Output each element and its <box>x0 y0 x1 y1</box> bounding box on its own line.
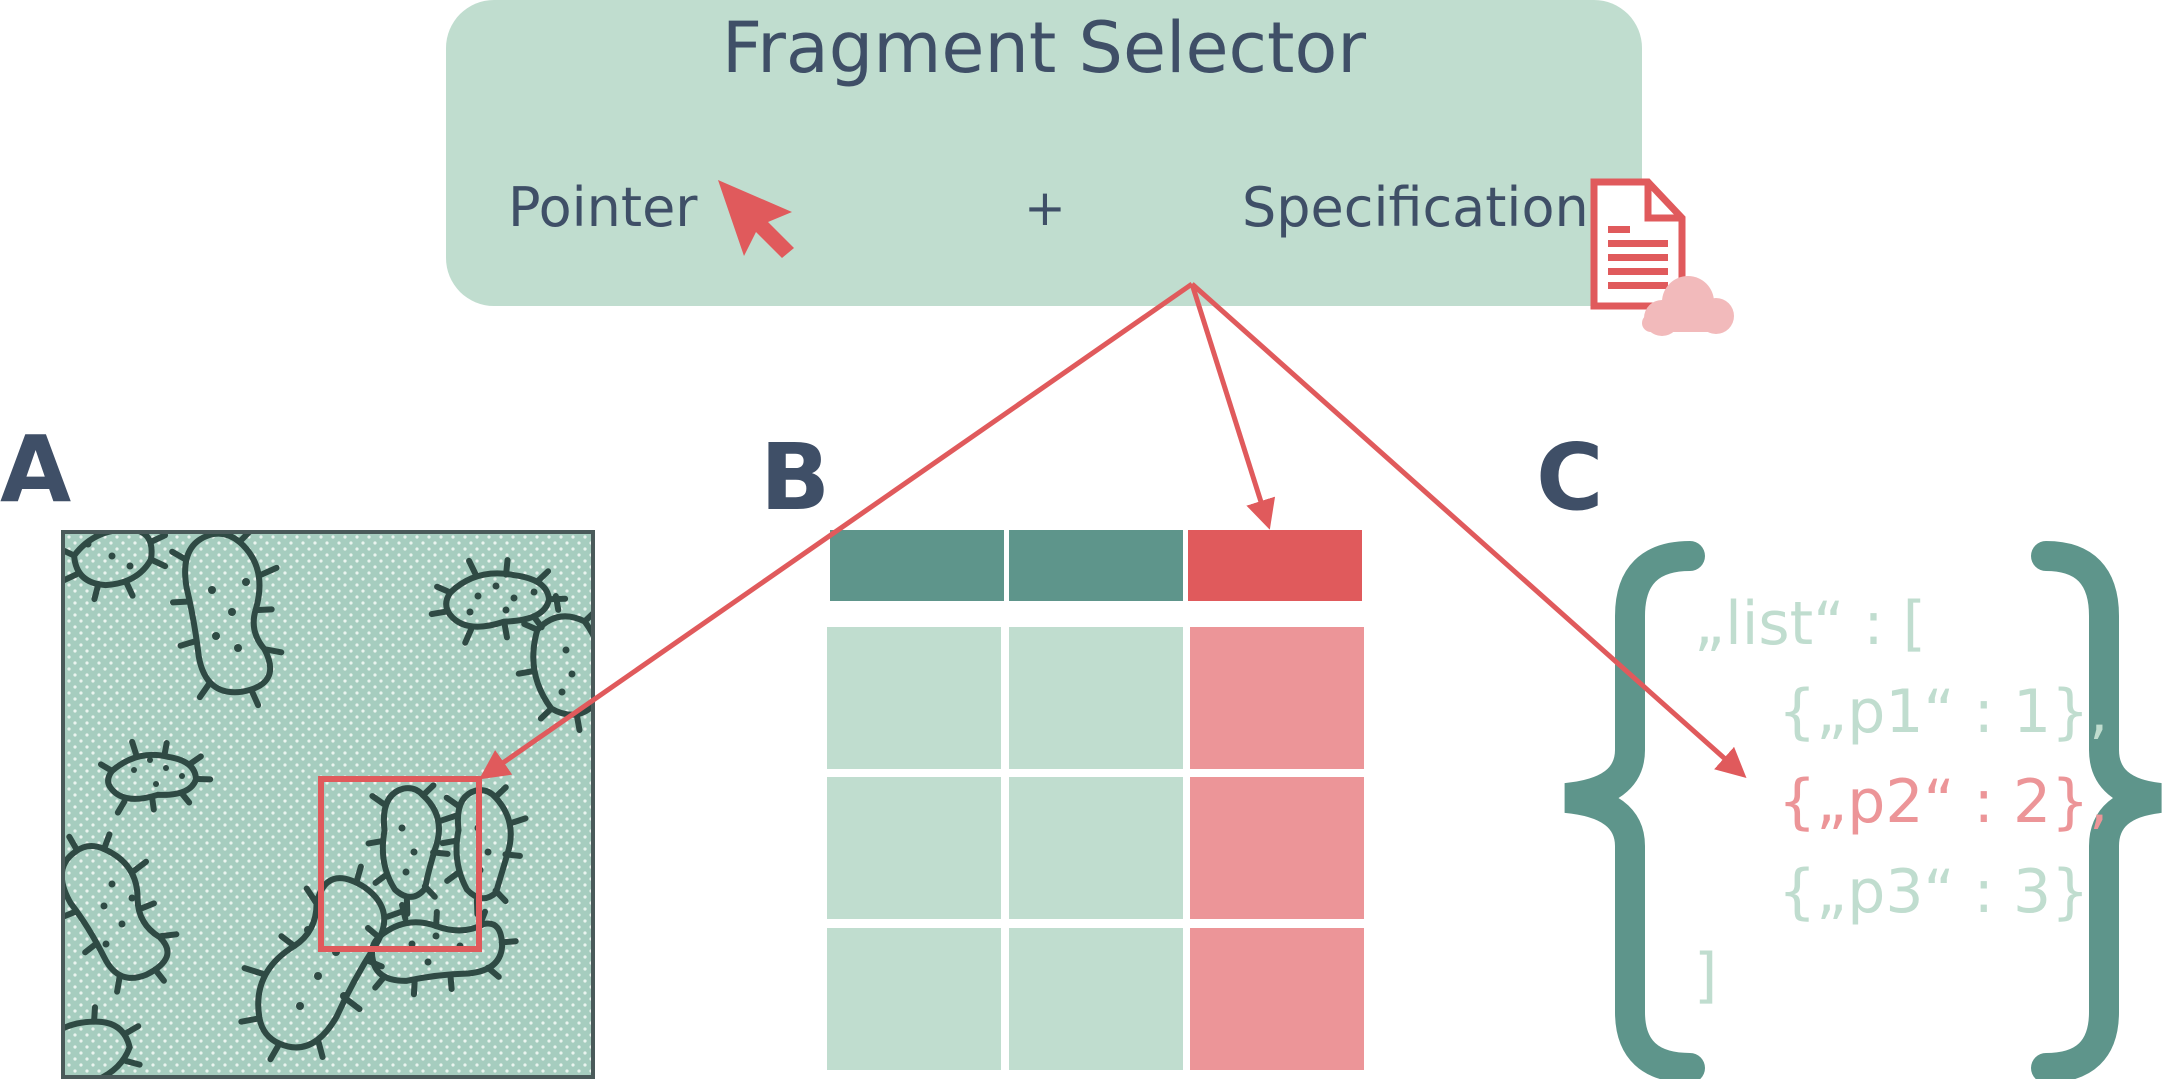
table-panel-b <box>827 530 1364 1070</box>
table-header-cell <box>1009 530 1183 601</box>
specification-label: Specification <box>1242 176 1589 239</box>
section-label-c: C <box>1536 424 1604 531</box>
pointer-label: Pointer <box>508 176 698 239</box>
table-cell-selected <box>1190 928 1364 1070</box>
table-cell <box>827 627 1001 769</box>
table-header-cell-selected <box>1188 530 1362 601</box>
bacteria-icon <box>169 532 285 709</box>
diagram-title: Fragment Selector <box>721 7 1367 89</box>
bacteria-icon <box>364 901 519 998</box>
table-cell <box>827 777 1001 919</box>
bacteria-icon <box>515 593 593 733</box>
json-line: ] <box>1694 941 1718 1011</box>
right-brace <box>2031 541 2163 1079</box>
json-line: {„p1“ : 1}, <box>1778 677 2109 747</box>
table-cell <box>827 928 1001 1070</box>
bacteria-icon <box>63 1004 143 1077</box>
table-cell <box>1009 928 1183 1070</box>
bacteria-icon <box>365 782 459 917</box>
table-cell <box>1009 777 1183 919</box>
selector-arrows <box>479 281 1747 780</box>
cursor-arrow-icon <box>718 180 794 258</box>
fragment-highlight-box <box>318 776 482 952</box>
bacteria-icon <box>63 831 180 995</box>
json-line-selected: {„p2“ : 2}, <box>1778 767 2109 837</box>
table-cell-selected <box>1190 627 1364 769</box>
json-line: „list“ : [ <box>1694 589 1927 659</box>
arrow-to-image-region <box>479 281 1194 780</box>
table-cell <box>1009 627 1183 769</box>
json-panel-c <box>1564 541 2163 1079</box>
arrow-to-table-column <box>1189 283 1276 530</box>
bacteria-icon <box>98 738 214 816</box>
section-label-b: B <box>760 424 831 531</box>
arrow-to-json-entry <box>1190 282 1747 778</box>
fragment-selector-panel <box>446 0 1642 306</box>
image-panel-a <box>61 530 595 1079</box>
section-label-a: A <box>0 416 72 523</box>
plus-sign: + <box>1024 179 1066 237</box>
json-line: {„p3“ : 3} <box>1778 857 2090 927</box>
left-brace <box>1564 541 1705 1079</box>
table-cell-selected <box>1190 777 1364 919</box>
table-header-cell <box>830 530 1004 601</box>
document-cloud-icon <box>1590 178 1734 336</box>
